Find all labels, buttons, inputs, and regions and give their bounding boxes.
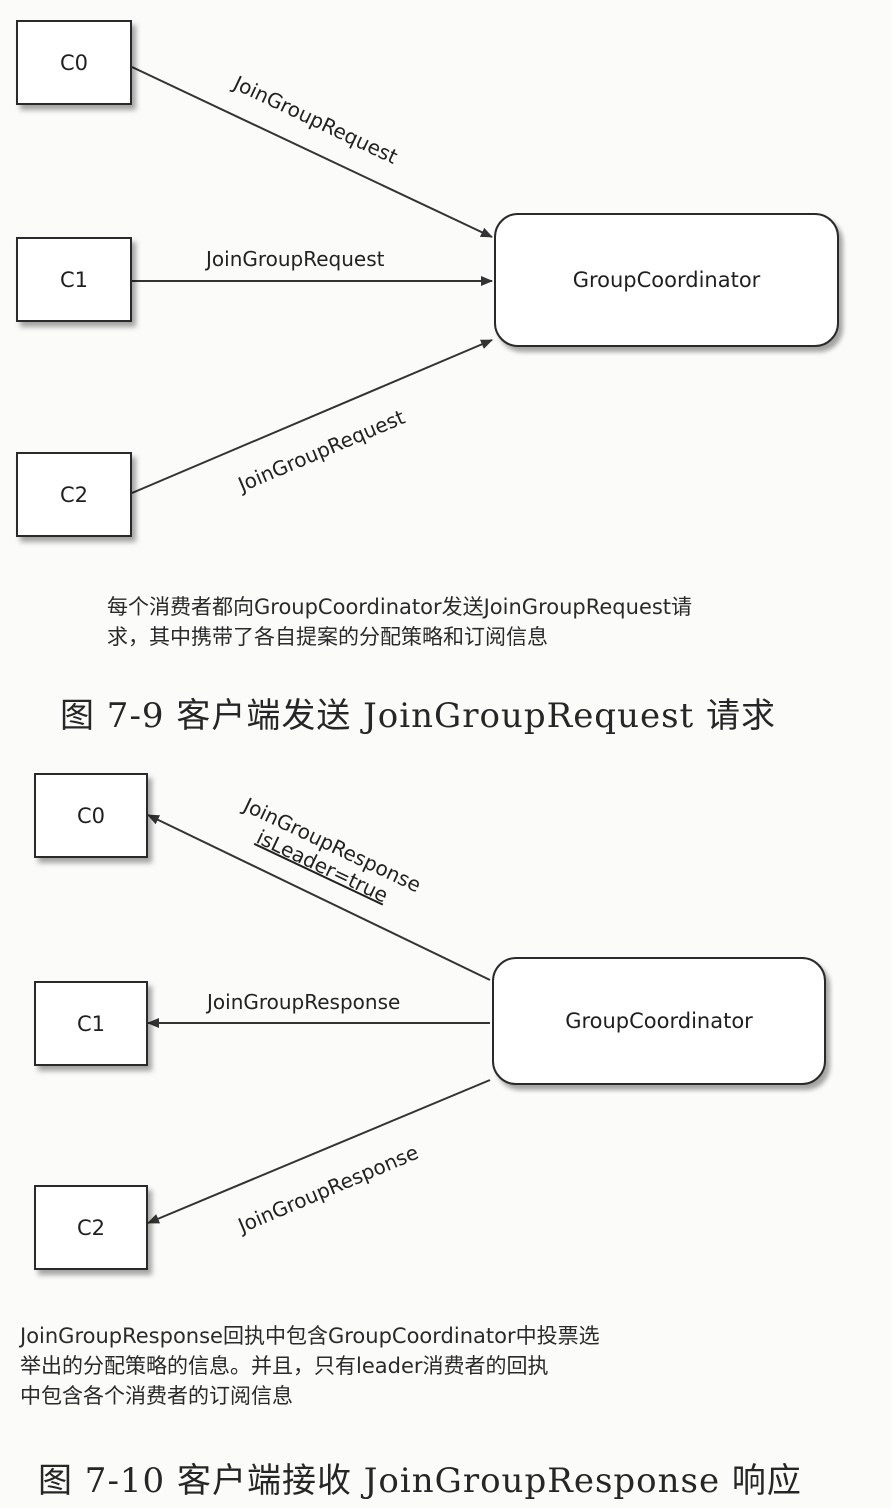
group-coordinator-box: GroupCoordinator	[494, 213, 839, 347]
note-line: 举出的分配策略的信息。并且，只有leader消费者的回执	[20, 1354, 549, 1378]
arrow-label-c2: JoinGroupResponse	[233, 1140, 422, 1238]
arrow-c2-to-coordinator	[131, 339, 493, 494]
figure-7-10-caption: 图 7-10 客户端接收 JoinGroupResponse 响应	[38, 1461, 802, 1501]
note-line: 中包含各个消费者的订阅信息	[20, 1384, 293, 1408]
note-line: 求，其中携带了各自提案的分配策略和订阅信息	[107, 625, 548, 649]
consumer-c2-box: C2	[34, 1185, 148, 1270]
arrow-label-c1: JoinGroupRequest	[204, 247, 385, 271]
consumer-c0-box: C0	[34, 773, 148, 858]
consumer-c2-box: C2	[16, 452, 132, 537]
figure-7-9: JoinGroupRequest JoinGroupRequest JoinGr…	[0, 0, 891, 745]
group-coordinator-box: GroupCoordinator	[492, 957, 826, 1085]
figure-7-10: JoinGroupResponse isLeader=true JoinGrou…	[0, 745, 891, 1508]
figure-7-9-note: 每个消费者都向GroupCoordinator发送JoinGroupReques…	[107, 592, 692, 652]
consumer-c1-box: C1	[16, 237, 132, 322]
note-line: 每个消费者都向GroupCoordinator发送JoinGroupReques…	[107, 595, 693, 619]
arrow-label-c1: JoinGroupResponse	[205, 990, 400, 1014]
arrow-label-c2: JoinGroupRequest	[233, 405, 409, 498]
figure-7-9-caption: 图 7-9 客户端发送 JoinGroupRequest 请求	[60, 696, 777, 736]
figure-7-10-note: JoinGroupResponse回执中包含GroupCoordinator中投…	[20, 1321, 600, 1411]
arrow-coordinator-to-c2	[147, 1079, 491, 1224]
arrow-c0-to-coordinator	[131, 66, 493, 238]
arrow-coordinator-to-c0	[147, 814, 491, 981]
note-line: JoinGroupResponse回执中包含GroupCoordinator中投…	[20, 1324, 600, 1348]
consumer-c0-box: C0	[16, 20, 132, 105]
figure-7-9-arrows: JoinGroupRequest JoinGroupRequest JoinGr…	[131, 66, 493, 498]
consumer-c1-box: C1	[34, 981, 148, 1066]
figure-7-10-arrows: JoinGroupResponse isLeader=true JoinGrou…	[147, 792, 491, 1238]
